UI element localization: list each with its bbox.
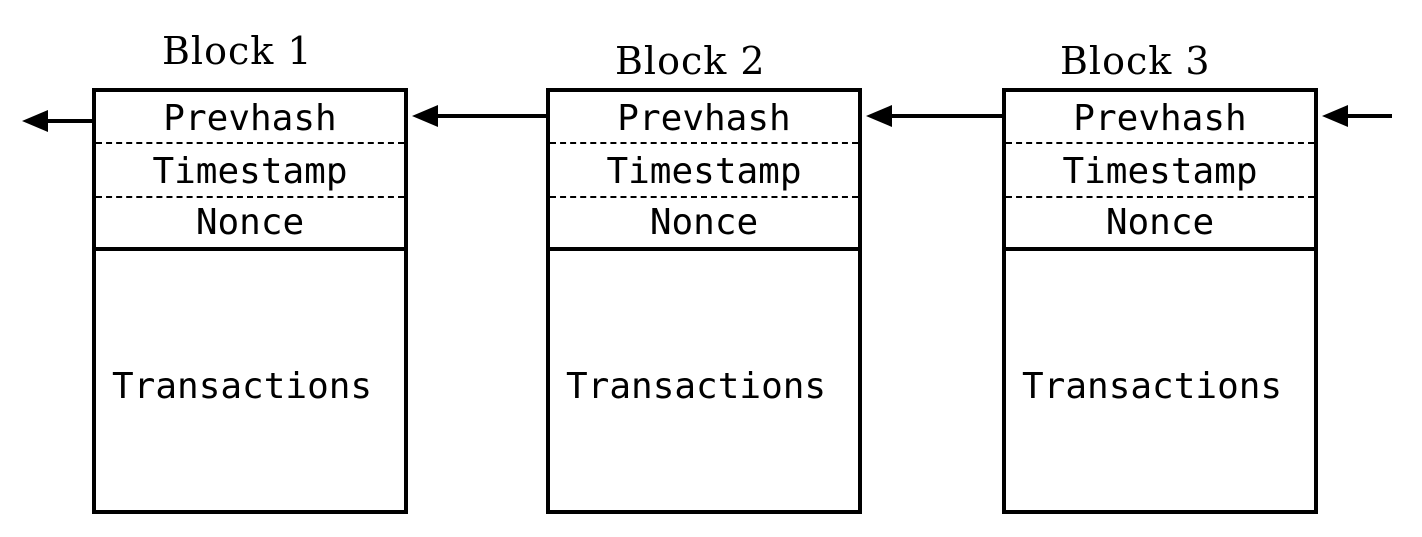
dashed-divider	[550, 142, 858, 144]
block-title: Block 2	[615, 39, 766, 83]
block-1: Prevhash Timestamp Nonce Transactions	[92, 88, 408, 514]
arrow-block1-outgoing	[22, 110, 94, 132]
field-nonce: Nonce	[195, 201, 305, 243]
arrow-block2-to-block1	[412, 105, 548, 127]
arrow-incoming-block3	[1322, 105, 1392, 127]
field-timestamp: Timestamp	[152, 150, 348, 192]
block-title: Block 1	[162, 29, 313, 73]
field-prevhash: Prevhash	[617, 97, 791, 139]
field-nonce: Nonce	[649, 201, 759, 243]
block-3: Prevhash Timestamp Nonce Transactions	[1002, 88, 1318, 514]
arrow-block3-to-block2	[866, 105, 1004, 127]
dashed-divider	[550, 196, 858, 198]
dashed-divider	[1006, 142, 1314, 144]
field-timestamp: Timestamp	[1062, 150, 1258, 192]
dashed-divider	[96, 196, 404, 198]
transactions-label: Transactions	[112, 366, 373, 407]
field-timestamp: Timestamp	[606, 150, 802, 192]
header-body-divider	[96, 247, 404, 251]
block-title: Block 3	[1060, 39, 1211, 83]
transactions-label: Transactions	[566, 366, 827, 407]
transactions-label: Transactions	[1022, 366, 1283, 407]
field-prevhash: Prevhash	[163, 97, 337, 139]
field-prevhash: Prevhash	[1073, 97, 1247, 139]
block-2: Prevhash Timestamp Nonce Transactions	[546, 88, 862, 514]
header-body-divider	[550, 247, 858, 251]
dashed-divider	[1006, 196, 1314, 198]
header-body-divider	[1006, 247, 1314, 251]
dashed-divider	[96, 142, 404, 144]
field-nonce: Nonce	[1105, 201, 1215, 243]
